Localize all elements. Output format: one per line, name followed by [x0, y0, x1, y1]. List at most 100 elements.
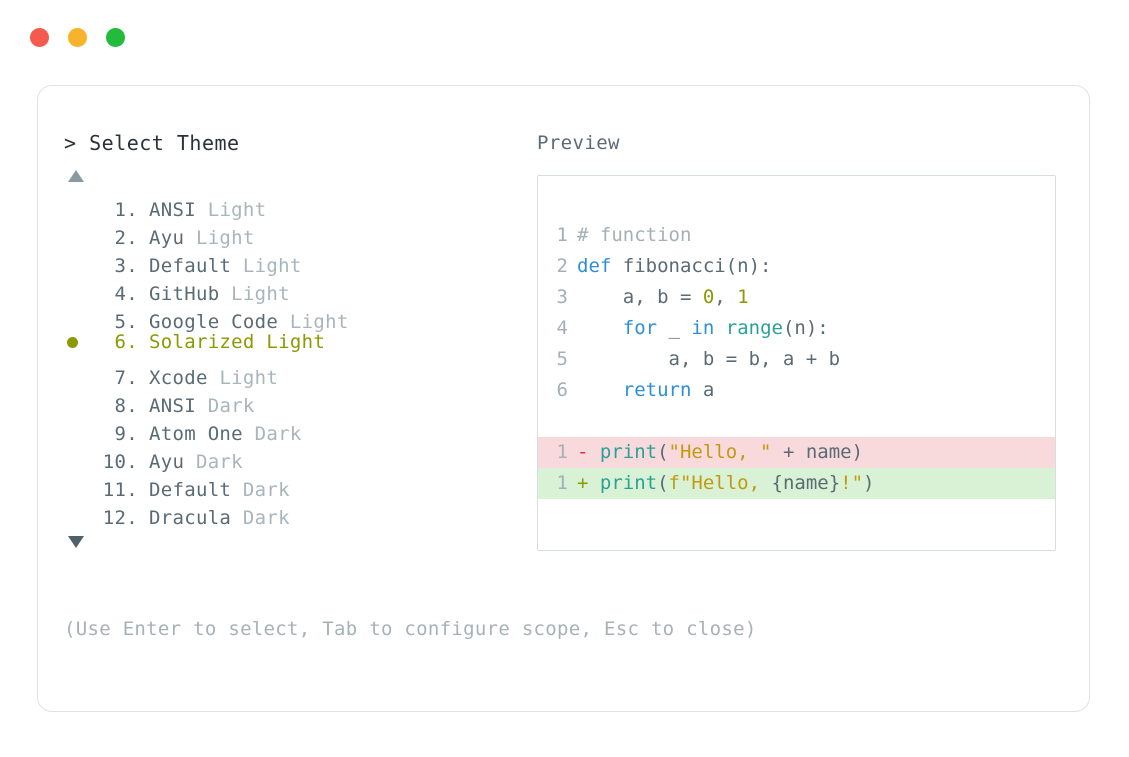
code-token — [577, 317, 623, 339]
window-minimize-button[interactable] — [68, 28, 87, 47]
theme-item-name: Solarized Light — [149, 331, 326, 353]
code-token: print — [599, 472, 658, 494]
code-token: !" — [840, 472, 864, 494]
code-line-number: 2 — [556, 255, 568, 277]
code-token: _ — [657, 317, 692, 339]
prompt-caret-icon: > — [64, 131, 77, 155]
theme-item-number: 2. — [114, 227, 138, 249]
selection-bullet-cell — [64, 216, 92, 244]
code-token: a — [691, 379, 715, 401]
selection-bullet-cell — [64, 300, 92, 328]
theme-list-item[interactable]: 11. Default Dark — [64, 468, 544, 501]
code-token: in — [691, 317, 715, 339]
theme-list-item[interactable]: 10. Ayu Dark — [64, 440, 544, 473]
selection-bullet-cell — [64, 356, 92, 384]
selection-bullet-cell — [64, 384, 92, 412]
theme-item-number: 8. — [114, 395, 138, 417]
theme-item-number: 6. — [114, 331, 138, 353]
code-token: fibonacci(n): — [622, 255, 772, 277]
triangle-up-icon[interactable] — [68, 170, 84, 182]
window-traffic-lights — [30, 28, 125, 47]
code-line: 5 a, b = b, a + b — [538, 344, 1055, 375]
selection-bullet-cell — [64, 272, 92, 300]
code-token: + — [577, 472, 600, 494]
theme-item-name: Default Light — [149, 255, 302, 277]
selected-bullet-icon — [67, 337, 78, 348]
theme-item-variant: Light — [278, 311, 349, 333]
code-token — [714, 317, 725, 339]
code-line-content: a, b = 0, 1 — [577, 282, 749, 313]
theme-item-variant: Light — [219, 283, 290, 305]
theme-list-item[interactable]: 4. GitHub Light — [64, 272, 544, 305]
theme-item-variant: Light — [231, 255, 302, 277]
keyboard-hint: (Use Enter to select, Tab to configure s… — [64, 618, 757, 640]
selection-bullet-cell — [64, 188, 92, 216]
theme-item-variant: Dark — [231, 479, 290, 501]
page-title: > Select Theme — [64, 130, 544, 156]
theme-item-number: 4. — [114, 283, 138, 305]
theme-item-name: Default Dark — [149, 479, 290, 501]
code-spacer — [538, 406, 1055, 437]
preview-label: Preview — [537, 132, 620, 154]
triangle-down-icon[interactable] — [68, 536, 84, 548]
code-token: def — [577, 255, 623, 277]
code-token: ) — [863, 472, 875, 494]
diff-body: 1- print("Hello, " + name)1+ print(f"Hel… — [538, 437, 1055, 499]
preview-pane: Preview 1# function 2 def fibonacci(n): 3 a… — [537, 130, 1067, 551]
selection-bullet-cell — [64, 440, 92, 468]
theme-item-name: Ayu Dark — [149, 451, 243, 473]
selection-bullet-cell — [64, 329, 92, 357]
selection-bullet-cell — [64, 244, 92, 272]
code-token: + name) — [771, 441, 864, 463]
code-token: ( — [657, 441, 669, 463]
window-maximize-button[interactable] — [106, 28, 125, 47]
theme-list-item[interactable]: 5.Google Code Light — [64, 300, 544, 333]
theme-item-number: 9. — [114, 423, 138, 445]
theme-item-variant: Dark — [195, 395, 255, 417]
theme-item-variant: Light — [184, 227, 255, 249]
code-token: 0 — [702, 286, 715, 308]
diff-line-content: - print("Hello, " + name) — [577, 437, 863, 468]
diff-line-add: 1+ print(f"Hello, {name}!") — [538, 468, 1055, 499]
code-token: 1 — [737, 286, 749, 308]
code-line-number: 4 — [556, 317, 568, 339]
theme-item-variant: Dark — [231, 507, 290, 529]
window-close-button[interactable] — [30, 28, 49, 47]
theme-list-item[interactable]: 9.Atom One Dark — [64, 412, 544, 445]
selection-bullet-cell — [64, 468, 92, 496]
code-preview-panel: 1# function 2 def fibonacci(n): 3 a, b = 0,… — [537, 175, 1056, 551]
selection-bullet-cell — [64, 412, 92, 440]
theme-item-name: GitHub Light — [149, 283, 290, 305]
theme-item-number: 1. — [114, 199, 138, 221]
theme-item-number: 10. — [102, 451, 138, 473]
theme-item-variant: Light — [207, 367, 279, 389]
code-token: range — [725, 317, 783, 339]
code-token: (n): — [782, 317, 829, 339]
code-token: return — [622, 379, 692, 401]
theme-list-item[interactable]: 3. Default Light — [64, 244, 544, 277]
theme-list-item[interactable]: 8.ANSI Dark — [64, 384, 544, 417]
theme-list-item[interactable]: 12.Dracula Dark — [64, 496, 544, 529]
theme-list-item[interactable]: 6. Solarized Light — [64, 328, 544, 356]
theme-item-number: 3. — [114, 255, 138, 277]
theme-list-item[interactable]: 2.Ayu Light — [64, 216, 544, 249]
code-line-number: 5 — [556, 348, 568, 370]
code-token: "Hello, " — [668, 441, 772, 463]
theme-list-item[interactable]: 1.ANSI Light — [64, 188, 544, 221]
theme-list-item[interactable]: 7.Xcode Light — [64, 356, 544, 389]
diff-line-content: + print(f"Hello, {name}!") — [577, 468, 874, 499]
code-body: 1# function 2 def fibonacci(n): 3 a, b = 0,… — [538, 220, 1055, 406]
diff-line-delete: 1- print("Hello, " + name) — [538, 437, 1055, 468]
code-token: a, b = b, a + b — [577, 348, 841, 370]
theme-item-variant: Dark — [242, 423, 302, 445]
theme-item-number: 11. — [102, 479, 138, 501]
code-line-content: def fibonacci(n): — [577, 251, 771, 282]
theme-item-variant: Light — [195, 199, 267, 221]
theme-item-variant: Dark — [184, 451, 243, 473]
code-line: 1# function — [538, 220, 1055, 251]
code-line-number: 3 — [556, 286, 568, 308]
code-token: print — [599, 441, 658, 463]
